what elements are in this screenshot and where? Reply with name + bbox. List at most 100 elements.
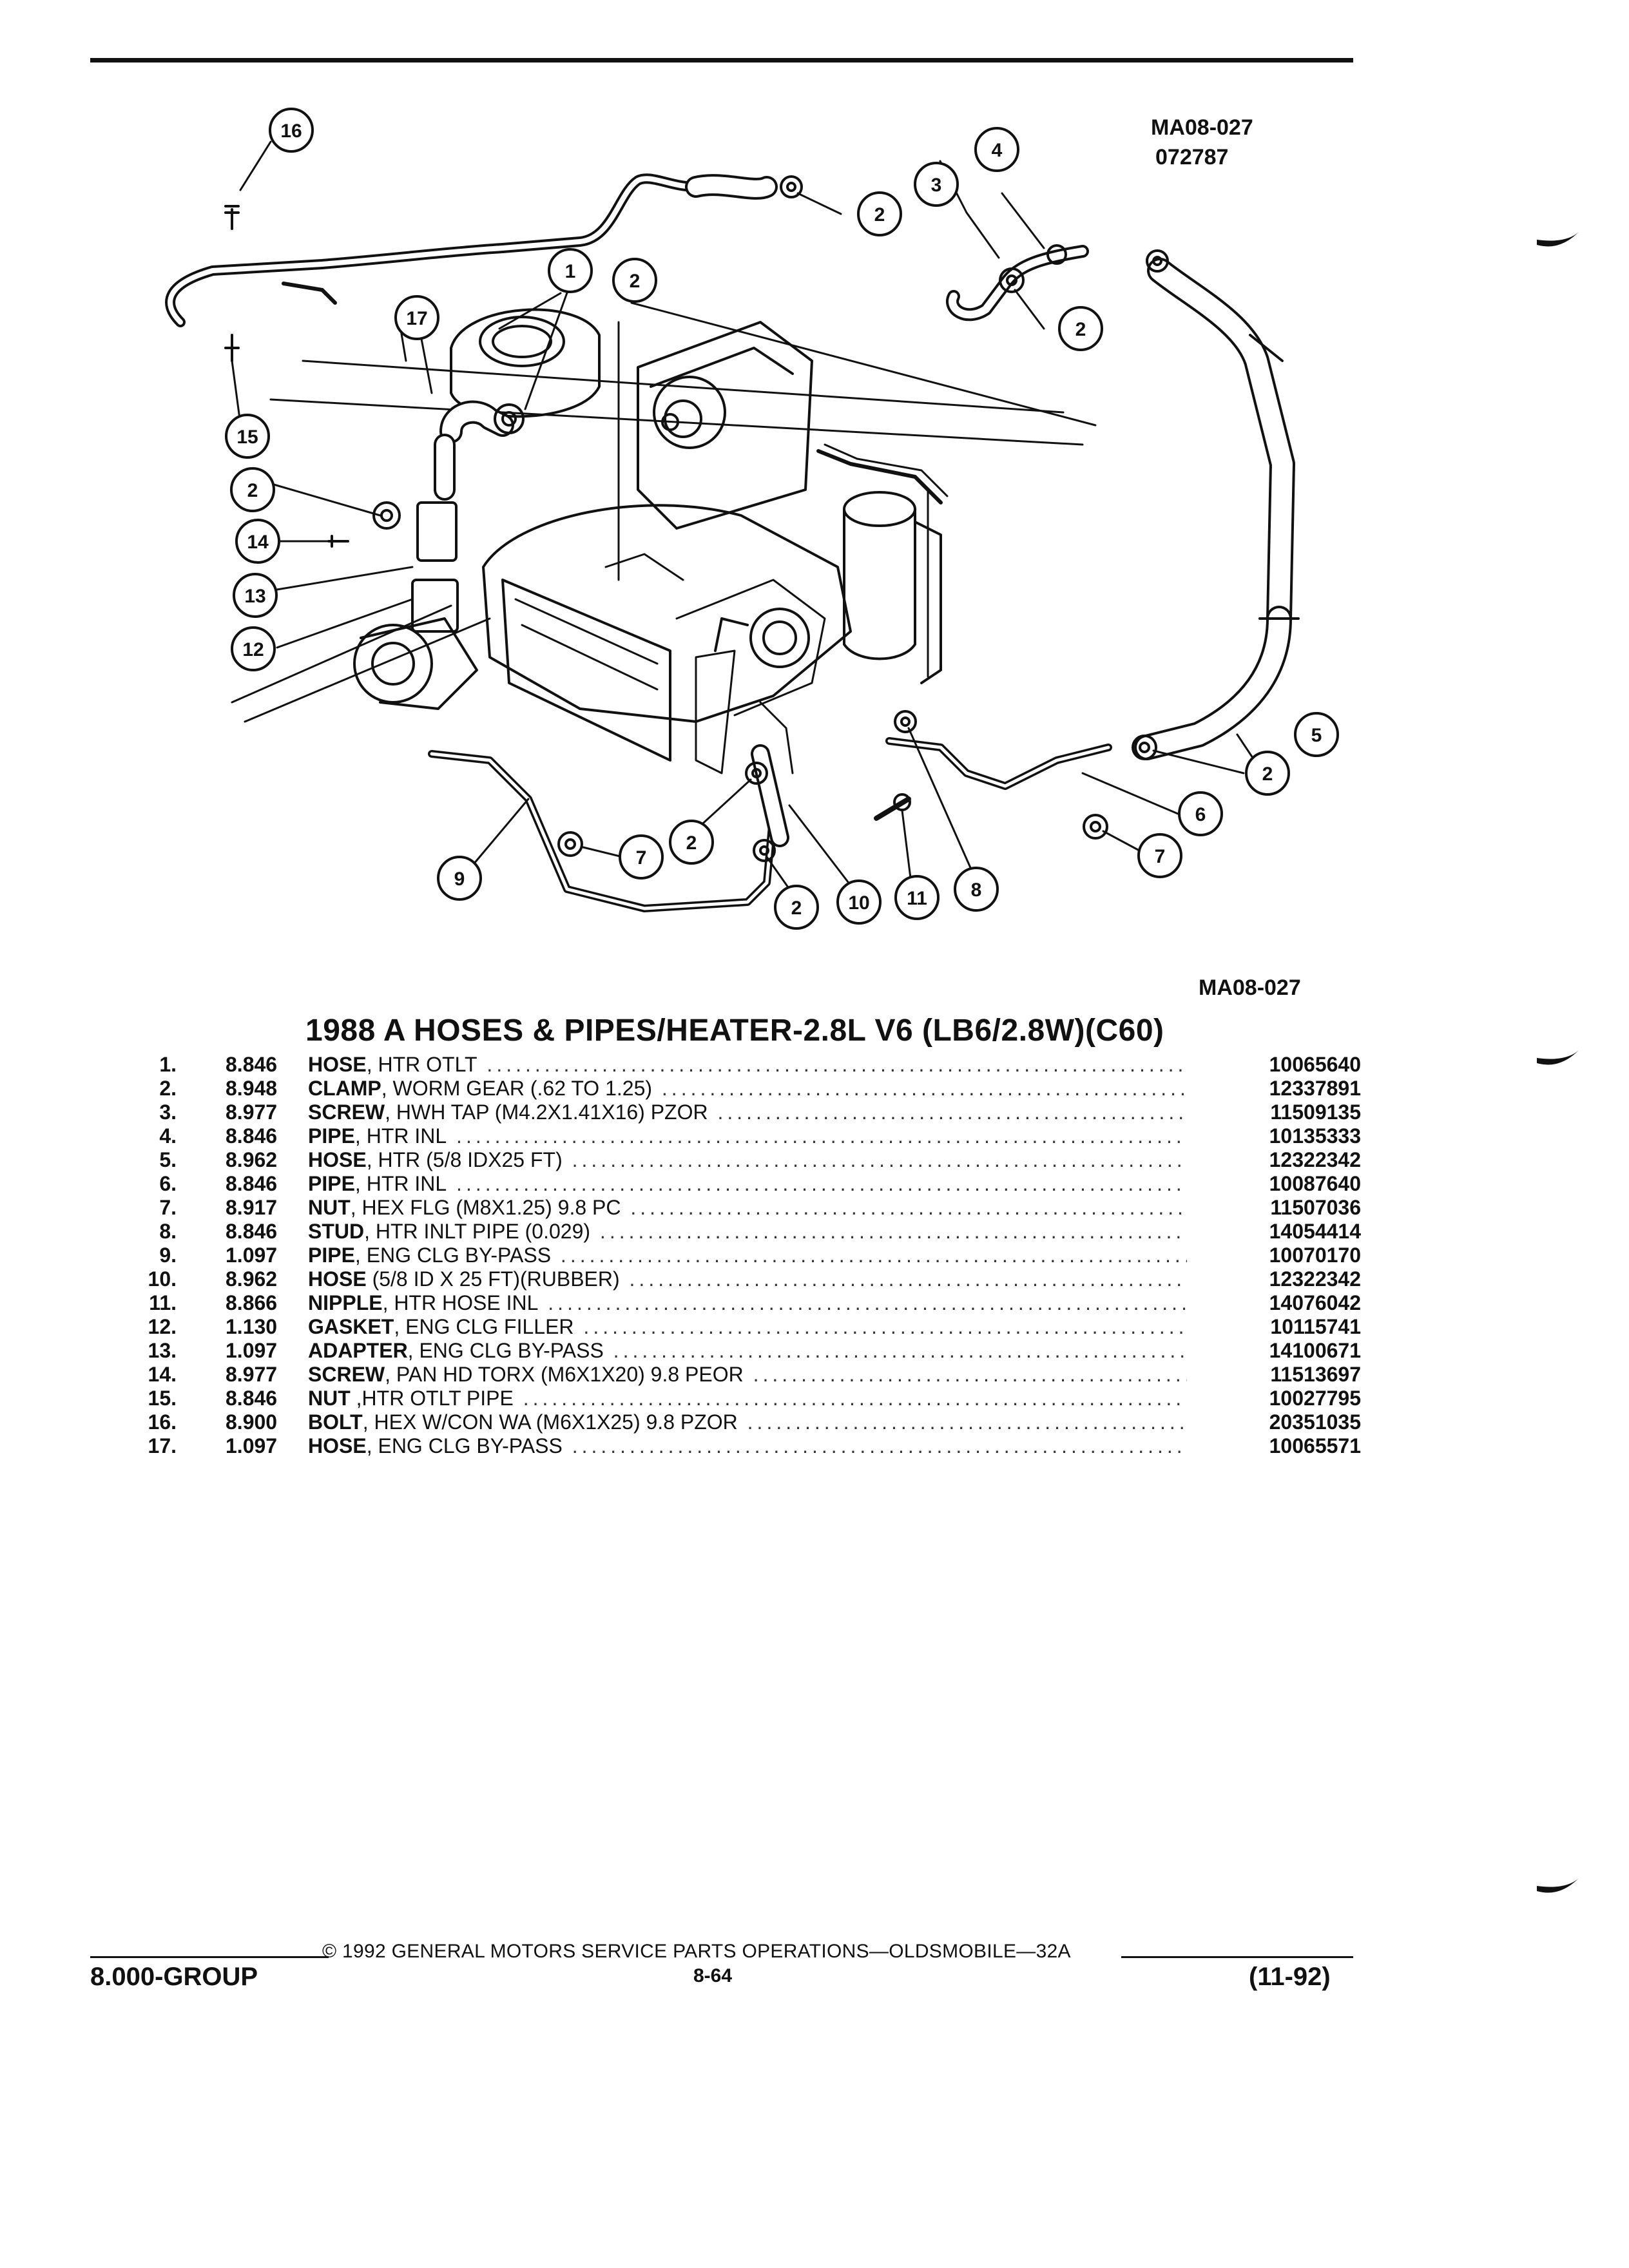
- svg-text:8: 8: [971, 879, 982, 901]
- part-number: 20351035: [1269, 1410, 1361, 1434]
- item-number: 8.: [159, 1220, 177, 1243]
- diagram-linework: [231, 302, 1097, 774]
- part-number: 10115741: [1270, 1315, 1361, 1338]
- leader-dots: ........................................…: [630, 1196, 1187, 1219]
- svg-text:14: 14: [247, 532, 269, 553]
- svg-text:7: 7: [636, 847, 647, 869]
- part-spec: , PAN HD TORX (M6X1X20) 9.8 PEOR: [385, 1363, 744, 1386]
- part-number: 11509135: [1270, 1100, 1361, 1124]
- part-description: HOSE (5/8 ID X 25 FT)(RUBBER) ..........…: [308, 1267, 1187, 1291]
- callout-2: 2: [857, 191, 902, 236]
- binder-mark: [1537, 232, 1579, 247]
- leader-dots: ........................................…: [456, 1124, 1187, 1148]
- item-number: 10.: [148, 1267, 177, 1291]
- hoses-and-pipes: [165, 173, 1300, 912]
- leader-dots: ........................................…: [572, 1148, 1187, 1171]
- part-spec: , ENG CLG BY-PASS: [354, 1244, 552, 1267]
- callout-6: 6: [1178, 791, 1223, 836]
- svg-text:2: 2: [686, 832, 697, 854]
- part-number: 12322342: [1269, 1267, 1361, 1291]
- part-name: BOLT: [308, 1410, 363, 1434]
- item-number: 1.: [159, 1053, 177, 1076]
- group-number: 8.962: [226, 1148, 278, 1171]
- item-number: 2.: [159, 1077, 177, 1100]
- svg-text:1: 1: [565, 261, 576, 282]
- item-number: 5.: [159, 1148, 177, 1171]
- group-number: 8.846: [226, 1124, 278, 1148]
- callout-2: 2: [612, 258, 657, 303]
- part-name: SCREW: [308, 1100, 385, 1124]
- svg-text:13: 13: [244, 586, 265, 607]
- footer-rule-right: [1121, 1956, 1353, 1958]
- part-name: HOSE: [308, 1267, 367, 1291]
- part-description: PIPE, ENG CLG BY-PASS ..................…: [308, 1244, 1187, 1267]
- callout-15: 15: [225, 414, 270, 459]
- leader-dots: ........................................…: [523, 1387, 1187, 1410]
- part-description: NIPPLE, HTR HOSE INL ...................…: [308, 1291, 1187, 1315]
- group-number: 8.846: [226, 1387, 278, 1410]
- leader-dots: ........................................…: [456, 1172, 1187, 1195]
- group-number: 8.900: [226, 1410, 278, 1434]
- part-number: 12322342: [1269, 1148, 1361, 1171]
- part-name: CLAMP: [308, 1077, 381, 1100]
- footer-date: (11-92): [1249, 1963, 1331, 1991]
- part-spec: , WORM GEAR (.62 TO 1.25): [381, 1077, 653, 1100]
- item-number: 4.: [159, 1124, 177, 1148]
- part-name: SCREW: [308, 1363, 385, 1386]
- part-spec: , HWH TAP (M4.2X1.41X16) PZOR: [385, 1100, 708, 1124]
- svg-text:3: 3: [931, 175, 942, 196]
- part-description: PIPE, HTR INL ..........................…: [308, 1172, 1187, 1196]
- callout-10: 10: [836, 879, 882, 925]
- leader-dots: ........................................…: [747, 1410, 1187, 1434]
- part-name: NUT: [308, 1196, 351, 1219]
- part-spec: (5/8 ID X 25 FT)(RUBBER): [366, 1267, 620, 1291]
- group-number: 1.097: [226, 1434, 278, 1457]
- item-number: 9.: [159, 1244, 177, 1267]
- svg-text:2: 2: [1262, 764, 1273, 785]
- part-spec: , HEX W/CON WA (M6X1X25) 9.8 PZOR: [362, 1410, 738, 1434]
- part-number: 11507036: [1270, 1196, 1361, 1219]
- callout-14: 14: [235, 519, 280, 564]
- part-spec: , HTR INLT PIPE (0.029): [364, 1220, 591, 1243]
- part-number: 11513697: [1270, 1363, 1361, 1386]
- part-name: PIPE: [308, 1124, 355, 1148]
- footer-page-number: 8-64: [693, 1965, 733, 1986]
- group-number: 8.846: [226, 1172, 278, 1195]
- svg-text:2: 2: [630, 271, 641, 292]
- svg-text:17: 17: [406, 308, 427, 329]
- part-name: GASKET: [308, 1315, 394, 1338]
- footer-group: 8.000-GROUP: [90, 1963, 258, 1991]
- item-number: 13.: [148, 1339, 177, 1362]
- callout-2: 2: [669, 820, 714, 865]
- group-number: 8.977: [226, 1363, 278, 1386]
- callout-2: 2: [1245, 751, 1290, 796]
- callout-7: 7: [619, 834, 664, 879]
- callout-9: 9: [437, 856, 482, 901]
- group-number: 8.846: [226, 1220, 278, 1243]
- part-number: 10135333: [1269, 1124, 1361, 1148]
- svg-text:9: 9: [454, 869, 465, 890]
- leader-dots: ........................................…: [629, 1267, 1187, 1291]
- part-name: ADAPTER: [308, 1339, 408, 1362]
- item-number: 6.: [159, 1172, 177, 1195]
- group-number: 8.948: [226, 1077, 278, 1100]
- group-number: 1.097: [226, 1339, 278, 1362]
- parts-row: 6. 8.846 PIPE, HTR INL ...................…: [143, 1172, 1361, 1196]
- part-spec: , ENG CLG BY-PASS: [366, 1434, 563, 1457]
- group-number: 8.977: [226, 1100, 278, 1124]
- item-number: 11.: [149, 1291, 177, 1314]
- callout-16: 16: [269, 108, 314, 153]
- part-description: CLAMP, WORM GEAR (.62 TO 1.25) .........…: [308, 1077, 1187, 1100]
- leader-dots: ........................................…: [599, 1220, 1187, 1243]
- binder-mark: [1537, 1050, 1579, 1065]
